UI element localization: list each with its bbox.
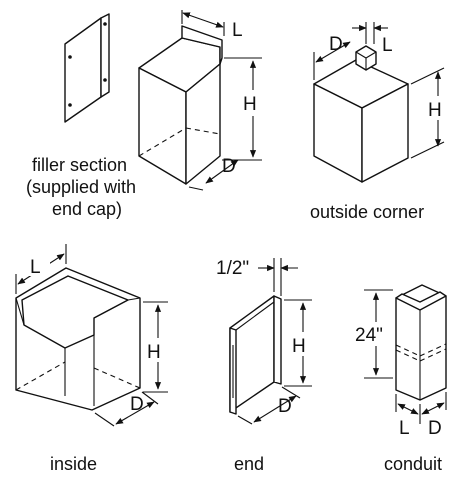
outside-corner-height-label: H <box>428 100 442 121</box>
conduit-depth-label: D <box>428 418 442 439</box>
conduit-part <box>395 284 447 401</box>
end-cap-length-label: L <box>232 20 243 41</box>
outside-corner-part <box>313 45 409 183</box>
inside-corner-depth-label: D <box>130 394 144 415</box>
caption-conduit: conduit <box>384 454 442 474</box>
end-cap-height-dimension: H <box>224 57 268 161</box>
inside-corner-height-label: H <box>147 342 161 363</box>
outside-corner-depth-label: D <box>329 34 343 55</box>
caption-inside: inside <box>50 454 97 474</box>
inside-corner-part <box>15 267 141 411</box>
caption-outside-corner: outside corner <box>310 202 424 222</box>
end-cap-length-dimension: L <box>181 10 243 41</box>
end-half-inch-dimension: 1/2" <box>216 258 298 296</box>
outside-corner-length-dimension: L <box>352 22 393 56</box>
caption-filler-line1: filler section <box>32 155 127 175</box>
caption-end: end <box>234 454 264 474</box>
end-height-dimension: H <box>284 299 317 387</box>
end-cap-depth-label: D <box>222 156 236 177</box>
end-depth-dimension: D <box>237 386 301 425</box>
inside-corner-height-dimension: H <box>143 301 171 393</box>
end-cap-height-label: H <box>243 94 257 115</box>
conduit-length-label: L <box>399 418 410 439</box>
caption-filler-line2: (supplied with <box>26 177 136 197</box>
end-cap-box-part <box>138 25 223 185</box>
outside-corner-length-label: L <box>382 35 393 56</box>
end-half-inch-label: 1/2" <box>216 258 249 279</box>
inside-corner-length-dimension: L <box>15 244 67 294</box>
end-part <box>229 295 282 415</box>
conduit-height-dimension: 24" <box>354 289 394 379</box>
inside-corner-depth-dimension: D <box>94 391 159 427</box>
end-height-label: H <box>292 336 306 357</box>
conduit-height-label: 24" <box>355 325 383 346</box>
outside-corner-height-dimension: H <box>410 67 452 159</box>
caption-filler-line3: end cap) <box>52 199 122 219</box>
outside-corner-depth-dimension: D <box>313 34 351 80</box>
inside-corner-length-label: L <box>30 257 41 278</box>
filler-section-part <box>64 13 110 123</box>
end-cap-depth-dimension: D <box>188 156 240 191</box>
conduit-width-dimension: L D <box>395 392 447 439</box>
end-depth-label: D <box>278 396 292 417</box>
